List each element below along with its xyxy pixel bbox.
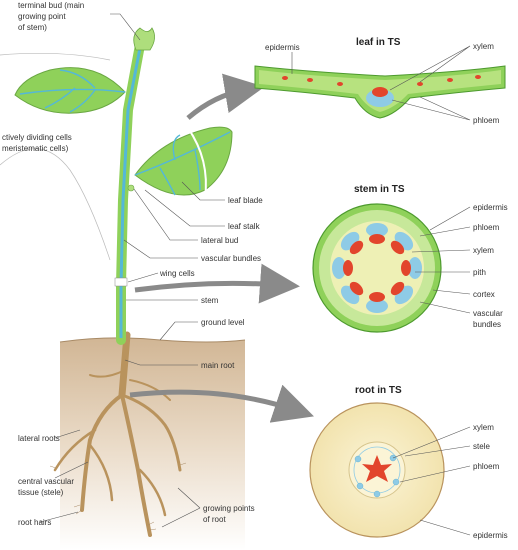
label-meristematic-2: meristematic cells) — [2, 144, 69, 153]
stem-phloem-bundle — [366, 223, 388, 237]
label-growing-points-1: growing points — [203, 504, 255, 513]
label-terminal-bud-3: of stem) — [18, 23, 47, 32]
leaf-ts-section — [254, 65, 506, 119]
wing-cells — [114, 277, 128, 287]
ground-line — [59, 337, 246, 343]
label-wing-cells: wing cells — [159, 269, 195, 278]
stem-ts-epidermis: epidermis — [473, 203, 508, 212]
right-leaf — [134, 126, 233, 196]
label-leaf-blade: leaf blade — [228, 196, 263, 205]
leader-lines — [39, 13, 471, 536]
leaf-section-cut — [187, 127, 207, 199]
stem-xylem-bundle — [390, 240, 405, 255]
label-stele-2: tissue (stele) — [18, 488, 64, 497]
arrow-to-root-ts — [129, 384, 314, 423]
root-ts-section — [309, 402, 445, 538]
stem-vascular — [119, 47, 142, 338]
leaf-ts-epidermis: epidermis — [265, 43, 300, 52]
arrow-to-stem-ts — [134, 263, 300, 304]
stem-ts-pith: pith — [473, 268, 486, 277]
label-main-root: main root — [201, 361, 235, 370]
stem-vascular-bundles — [332, 223, 422, 313]
arrow-to-leaf-ts — [186, 73, 265, 120]
stem-ts-vascular-1: vascular — [473, 309, 503, 318]
label-root-hairs: root hairs — [18, 518, 51, 527]
left-leaf — [14, 67, 126, 114]
label-stele-1: central vascular — [18, 477, 74, 486]
label-terminal-bud-2: growing point — [18, 12, 66, 21]
background-curve — [0, 52, 111, 61]
label-leaf-stalk: leaf stalk — [228, 222, 261, 231]
label-terminal-bud-1: terminal bud (main — [18, 1, 84, 10]
root-system — [53, 331, 182, 537]
label-vascular-bundles: vascular bundles — [201, 254, 261, 263]
root-ts-epidermis: epidermis — [473, 531, 508, 540]
stem-ts-section — [312, 203, 442, 333]
stem-phloem-bundle — [366, 299, 388, 313]
stem-phloem-bundle — [332, 257, 346, 279]
root-ts-xylem: xylem — [473, 423, 494, 432]
root-hairs — [49, 462, 187, 531]
left-leaf-vein — [19, 69, 126, 113]
root-ts-stele: stele — [473, 442, 490, 451]
stem-xylem-bundle — [349, 281, 364, 296]
terminal-bud — [133, 27, 155, 51]
stem-ts-xylem: xylem — [473, 246, 494, 255]
stem-xylem-bundle — [390, 281, 405, 296]
leaf-ts-title: leaf in TS — [356, 37, 401, 48]
label-meristematic-1: ctively dividing cells — [2, 133, 72, 142]
leaf-ts-xylem: xylem — [473, 42, 494, 51]
label-stem: stem — [201, 296, 219, 305]
label-lateral-roots: lateral roots — [18, 434, 60, 443]
stem-xylem-bundle — [343, 260, 353, 276]
stem-ts-phloem: phloem — [473, 223, 500, 232]
stem-xylem-bundle — [349, 240, 364, 255]
root-ts-title: root in TS — [355, 385, 402, 396]
leaf-ts-phloem: phloem — [473, 116, 500, 125]
stem-xylem-bundle — [369, 292, 385, 302]
stem-phloem-bundle — [408, 257, 422, 279]
root-xylem-star — [362, 455, 392, 482]
background-curve — [0, 148, 111, 261]
stem-xylem-bundle — [369, 234, 385, 244]
label-ground-level: ground level — [201, 318, 245, 327]
label-growing-points-2: of root — [203, 515, 226, 524]
lateral-bud — [127, 184, 135, 192]
label-lateral-bud: lateral bud — [201, 236, 238, 245]
stem-xylem-bundle — [401, 260, 411, 276]
stem-ts-cortex: cortex — [473, 290, 495, 299]
stem-ts-title: stem in TS — [354, 184, 405, 195]
stem-ts-vascular-2: bundles — [473, 320, 501, 329]
root-ts-phloem: phloem — [473, 462, 500, 471]
right-leaf-vein — [134, 131, 231, 196]
